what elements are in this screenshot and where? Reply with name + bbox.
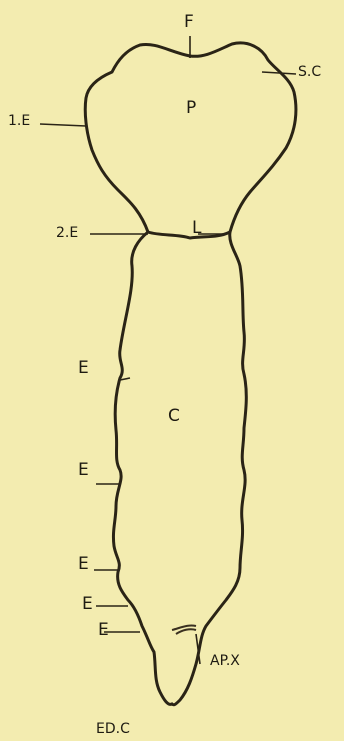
label-E-1: E (78, 360, 89, 377)
label-ED.C: ED.C (96, 722, 130, 736)
xiphoid-joint-mark (172, 625, 196, 634)
label-L: L (192, 220, 201, 237)
label-C: C (168, 408, 180, 425)
label-E-2: E (78, 462, 89, 479)
label-E-5: E (98, 622, 109, 639)
label-AP.X: AP.X (210, 654, 240, 668)
sternal-body-left-outline (113, 232, 172, 704)
sternal-body-right-outline (172, 232, 246, 705)
label-E-3: E (78, 556, 89, 573)
label-S.C: S.C (298, 65, 321, 79)
manubrium-outline (85, 43, 296, 232)
manubriosternal-joint (148, 232, 230, 238)
label-1.E: 1.E (8, 114, 30, 128)
label-F: F (184, 14, 194, 31)
label-2.E: 2.E (56, 226, 78, 240)
label-E-4: E (82, 596, 93, 613)
label-P: P (186, 100, 196, 117)
